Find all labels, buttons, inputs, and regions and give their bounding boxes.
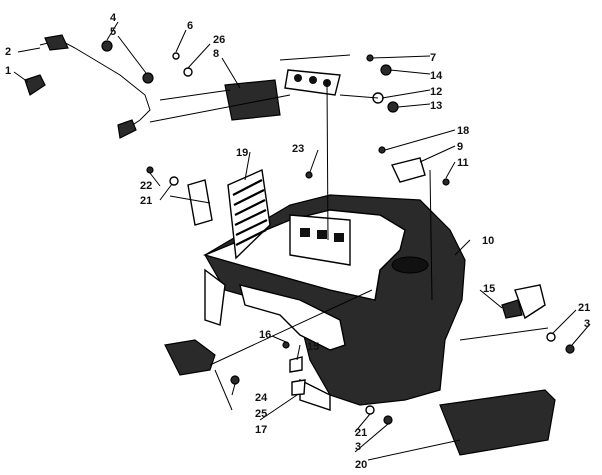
callout-10: 10: [482, 235, 494, 247]
callout-6: 6: [187, 20, 193, 32]
callout-23: 23: [292, 143, 304, 155]
callouts: 1 2 3 3 4 5 6 7 8 9 10 11 12 13 14 15 15…: [5, 12, 590, 471]
callout-21: 21: [355, 427, 367, 439]
cable-assembly: [24, 34, 151, 139]
callout-17: 17: [255, 424, 267, 436]
callout-2: 2: [5, 46, 11, 58]
callout-5: 5: [110, 26, 116, 38]
lower-cover: [439, 389, 556, 456]
callout-26: 26: [213, 34, 225, 46]
console-housing: [202, 194, 466, 411]
vent-grille: [227, 168, 271, 260]
callout-25: 25: [255, 408, 267, 420]
callout-22: 22: [140, 180, 152, 192]
callout-19: 19: [236, 147, 248, 159]
callout-3: 3: [584, 318, 590, 330]
callout-7: 7: [430, 52, 436, 64]
leader-lines: [13, 21, 591, 461]
callout-24: 24: [255, 392, 268, 404]
callout-4: 4: [110, 12, 117, 24]
callout-11: 11: [457, 157, 469, 169]
callout-15: 15: [483, 283, 495, 295]
hardware: [101, 40, 575, 425]
callout-15: 15: [307, 341, 319, 353]
callout-3: 3: [355, 441, 361, 453]
callout-20: 20: [355, 459, 367, 471]
top-plate: [224, 69, 341, 121]
callout-21: 21: [140, 195, 152, 207]
callout-16: 16: [259, 329, 271, 341]
callout-1: 1: [5, 65, 11, 77]
callout-14: 14: [430, 70, 443, 82]
callout-9: 9: [457, 141, 463, 153]
callout-21: 21: [578, 302, 590, 314]
callout-12: 12: [430, 86, 442, 98]
callout-13: 13: [430, 100, 442, 112]
callout-18: 18: [457, 125, 469, 137]
callout-8: 8: [213, 48, 219, 60]
